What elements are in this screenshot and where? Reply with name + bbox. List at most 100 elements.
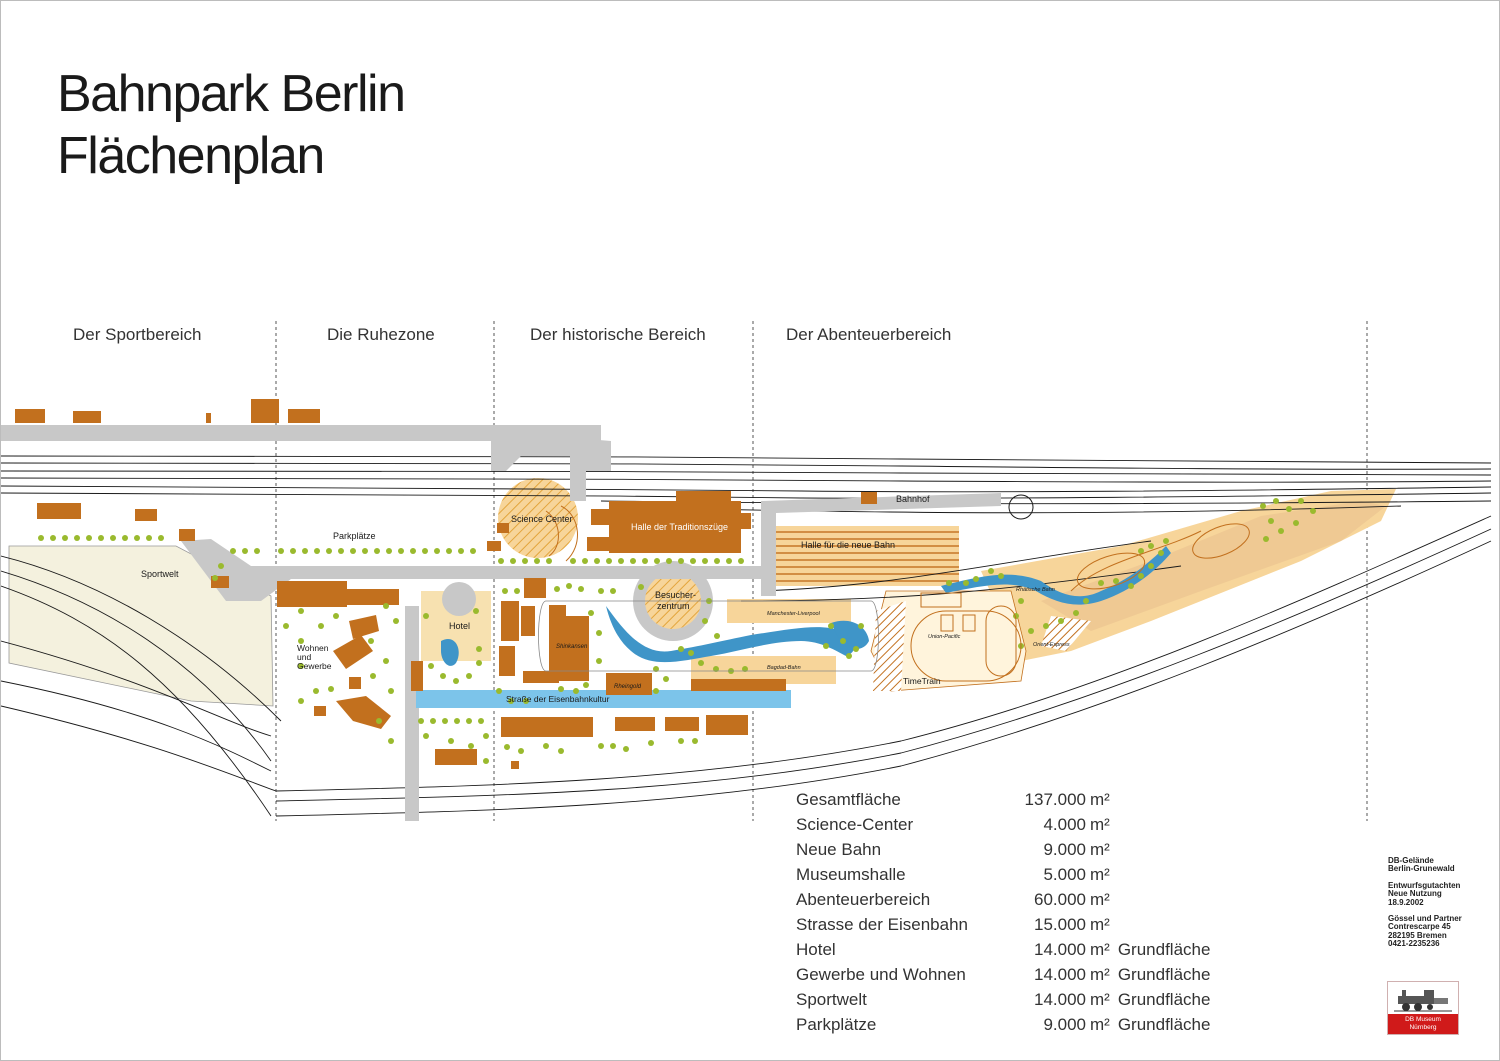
zone-label-abenteuer: Der Abenteuerbereich [786, 325, 952, 344]
site-line: DB-Gelände [1388, 856, 1434, 865]
db-museum-logo: DB Museum Nürnberg [1387, 981, 1459, 1035]
label-wohnen-2: und [297, 652, 311, 662]
stat-label: Sportwelt [796, 990, 867, 1009]
buildings [15, 399, 877, 769]
label-besucherzentrum-2: zentrum [657, 601, 690, 611]
stat-unit: m² [1090, 890, 1110, 909]
project-date: 18.9.2002 [1388, 897, 1424, 907]
project-line: Entwurfsgutachten [1388, 880, 1461, 890]
author-info: Gössel und Partner Contrescarpe 45 28219… [1388, 914, 1483, 949]
label-shinkansen: Shinkansen [556, 644, 588, 650]
stat-value: 15.000 [1034, 915, 1086, 934]
logo-line: DB Museum [1405, 1016, 1441, 1023]
vertical-lane [405, 606, 419, 821]
stat-label: Museumshalle [796, 865, 906, 884]
plan-info-block: DB-Gelände Berlin-Grunewald Entwurfsguta… [1388, 856, 1483, 957]
label-bagdad: Bagdad-Bahn [767, 665, 801, 671]
project-info: Entwurfsgutachten Neue Nutzung 18.9.2002 [1388, 880, 1483, 907]
zone-label-historisch: Der historische Bereich [530, 325, 706, 344]
stat-value: 60.000 [1034, 890, 1086, 909]
sportwelt-area [8, 545, 274, 707]
stat-value: 14.000 [1034, 940, 1086, 959]
water [441, 546, 1171, 666]
halle-tradition [609, 501, 741, 553]
author-phone: 0421-2235236 [1388, 939, 1440, 949]
stat-unit: m² [1090, 940, 1110, 959]
author-line: Gössel und Partner [1388, 914, 1462, 924]
top-road [1, 425, 601, 441]
author-line: 282195 Bremen [1388, 930, 1447, 940]
zone-dividers [275, 321, 1368, 821]
stat-unit: m² [1090, 990, 1110, 1009]
stat-label: Abenteuerbereich [796, 890, 931, 909]
stat-value: 137.000 [1024, 790, 1086, 809]
label-timetrain: TimeTrain [903, 676, 941, 686]
label-science-center: Science Center [511, 514, 573, 524]
stat-note: Grundfläche [1117, 965, 1211, 984]
label-besucherzentrum-1: Besucher- [655, 590, 696, 600]
label-bahnhof: Bahnhof [896, 494, 930, 504]
stat-value: 9.000 [1043, 840, 1086, 859]
loop-track [538, 600, 879, 672]
stat-value: 9.000 [1043, 1015, 1086, 1034]
stat-note: Grundfläche [1117, 990, 1211, 1009]
label-rhaetische: Rhätische Bahn [1016, 587, 1055, 593]
roads [1, 425, 1001, 821]
stat-value: 5.000 [1043, 865, 1086, 884]
stat-value: 4.000 [1043, 815, 1086, 834]
stat-unit: m² [1090, 915, 1110, 934]
stat-unit: m² [1090, 865, 1110, 884]
stat-unit: m² [1090, 1015, 1110, 1034]
hatched-corner-1 [873, 601, 906, 691]
stat-unit: m² [1090, 840, 1110, 859]
label-halle-neue-bahn: Halle für die neue Bahn [801, 540, 895, 550]
zone-label-sport: Der Sportbereich [73, 325, 202, 344]
label-wohnen-3: Gewerbe [297, 661, 332, 671]
attraction-outlines [545, 505, 1250, 682]
label-hotel: Hotel [449, 621, 470, 631]
trees [38, 498, 1316, 764]
label-orient: Orient-Express [1033, 642, 1070, 648]
stat-unit: m² [1090, 815, 1110, 834]
stat-unit: m² [1090, 965, 1110, 984]
map-labels: Sportwelt Parkplätze Science Center Hall… [141, 494, 1070, 704]
label-halle-tradition: Halle der Traditionszüge [631, 522, 728, 532]
stat-unit: m² [1090, 790, 1110, 809]
label-sportwelt: Sportwelt [141, 569, 179, 579]
stat-note: Grundfläche [1117, 940, 1211, 959]
hatched-corner-2 [1041, 616, 1091, 651]
site-line: Berlin-Grunewald [1388, 864, 1455, 874]
stat-label: Hotel [796, 940, 836, 959]
zone-label-ruhezone: Die Ruhezone [327, 325, 435, 344]
title-line-1: Bahnpark Berlin [57, 65, 406, 123]
stat-note: Grundfläche [1117, 1015, 1211, 1034]
label-parkplaetze: Parkplätze [333, 531, 376, 541]
stat-label: Gewerbe und Wohnen [796, 965, 966, 984]
stat-label: Neue Bahn [796, 840, 882, 859]
railway-tracks [1, 455, 1492, 817]
author-line: Contrescarpe 45 [1388, 922, 1451, 932]
label-manchester: Manchester-Liverpool [767, 611, 821, 617]
stat-value: 14.000 [1034, 990, 1086, 1009]
logo-line: Nürnberg [1409, 1024, 1437, 1031]
title-line-2: Flächenplan [57, 127, 325, 185]
stat-label: Science-Center [796, 815, 914, 834]
bahnhof-road [761, 493, 1001, 596]
label-rheingold: Rheingold [614, 684, 642, 690]
stat-label: Gesamtfläche [796, 790, 901, 809]
site-info: DB-Gelände Berlin-Grunewald [1388, 856, 1483, 874]
page-title: Bahnpark Berlin Flächenplan [57, 63, 406, 187]
stat-label: Parkplätze [796, 1015, 877, 1034]
label-wohnen-1: Wohnen [297, 643, 329, 653]
